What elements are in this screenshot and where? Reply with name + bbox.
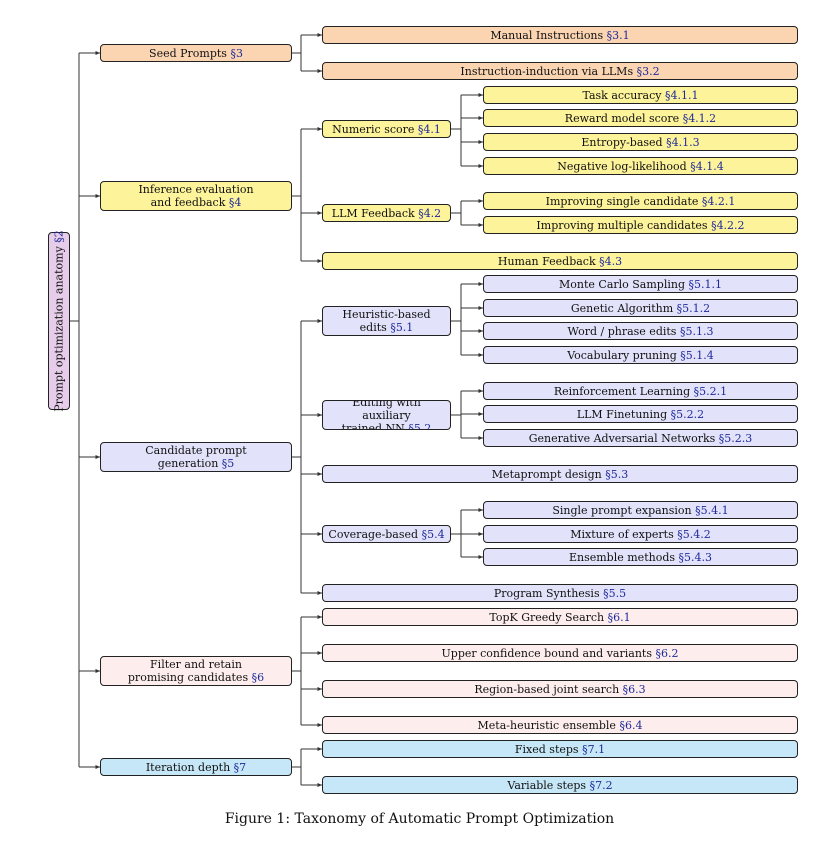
figure-caption: Figure 1: Taxonomy of Automatic Prompt O… xyxy=(224,811,615,827)
node-program-synthesis: Program Synthesis §5.5 xyxy=(322,584,798,602)
node-negative-log-likelihood: Negative log-likelihood §4.1.4 xyxy=(483,157,798,175)
node-ensemble-methods: Ensemble methods §5.4.3 xyxy=(483,548,798,566)
node-coverage-based: Coverage-based §5.4 xyxy=(322,525,451,543)
node-entropy-based: Entropy-based §4.1.3 xyxy=(483,133,798,151)
node-monte-carlo-sampling: Monte Carlo Sampling §5.1.1 xyxy=(483,275,798,293)
node-numeric-score: Numeric score §4.1 xyxy=(322,120,451,138)
node-improving-single-candidate: Improving single candidate §4.2.1 xyxy=(483,192,798,210)
node-human-feedback: Human Feedback §4.3 xyxy=(322,252,798,270)
node-instruction-induction: Instruction-induction via LLMs §3.2 xyxy=(322,62,798,80)
node-iteration-depth: Iteration depth §7 xyxy=(100,758,292,776)
node-improving-multiple-candidates: Improving multiple candidates §4.2.2 xyxy=(483,216,798,234)
node-upper-confidence-bound: Upper confidence bound and variants §6.2 xyxy=(322,644,798,662)
node-generative-adversarial-networks: Generative Adversarial Networks §5.2.3 xyxy=(483,429,798,447)
node-vocabulary-pruning: Vocabulary pruning §5.1.4 xyxy=(483,346,798,364)
node-task-accuracy: Task accuracy §4.1.1 xyxy=(483,86,798,104)
node-reinforcement-learning: Reinforcement Learning §5.2.1 xyxy=(483,382,798,400)
node-topk-greedy-search: TopK Greedy Search §6.1 xyxy=(322,608,798,626)
root-label: Prompt optimization anatomy §2 xyxy=(52,230,66,412)
root-node: Prompt optimization anatomy §2 xyxy=(48,230,70,412)
node-variable-steps: Variable steps §7.2 xyxy=(322,776,798,794)
node-fixed-steps: Fixed steps §7.1 xyxy=(322,740,798,758)
node-manual-instructions: Manual Instructions §3.1 xyxy=(322,26,798,44)
node-mixture-of-experts: Mixture of experts §5.4.2 xyxy=(483,525,798,543)
node-single-prompt-expansion: Single prompt expansion §5.4.1 xyxy=(483,501,798,519)
node-word-phrase-edits: Word / phrase edits §5.1.3 xyxy=(483,322,798,340)
node-meta-heuristic-ensemble: Meta-heuristic ensemble §6.4 xyxy=(322,716,798,734)
node-metaprompt-design: Metaprompt design §5.3 xyxy=(322,465,798,483)
node-region-based-joint-search: Region-based joint search §6.3 xyxy=(322,680,798,698)
node-llm-finetuning: LLM Finetuning §5.2.2 xyxy=(483,405,798,423)
node-seed-prompts: Seed Prompts §3 xyxy=(100,44,292,62)
node-llm-feedback: LLM Feedback §4.2 xyxy=(322,204,451,222)
node-genetic-algorithm: Genetic Algorithm §5.1.2 xyxy=(483,299,798,317)
node-reward-model-score: Reward model score §4.1.2 xyxy=(483,109,798,127)
